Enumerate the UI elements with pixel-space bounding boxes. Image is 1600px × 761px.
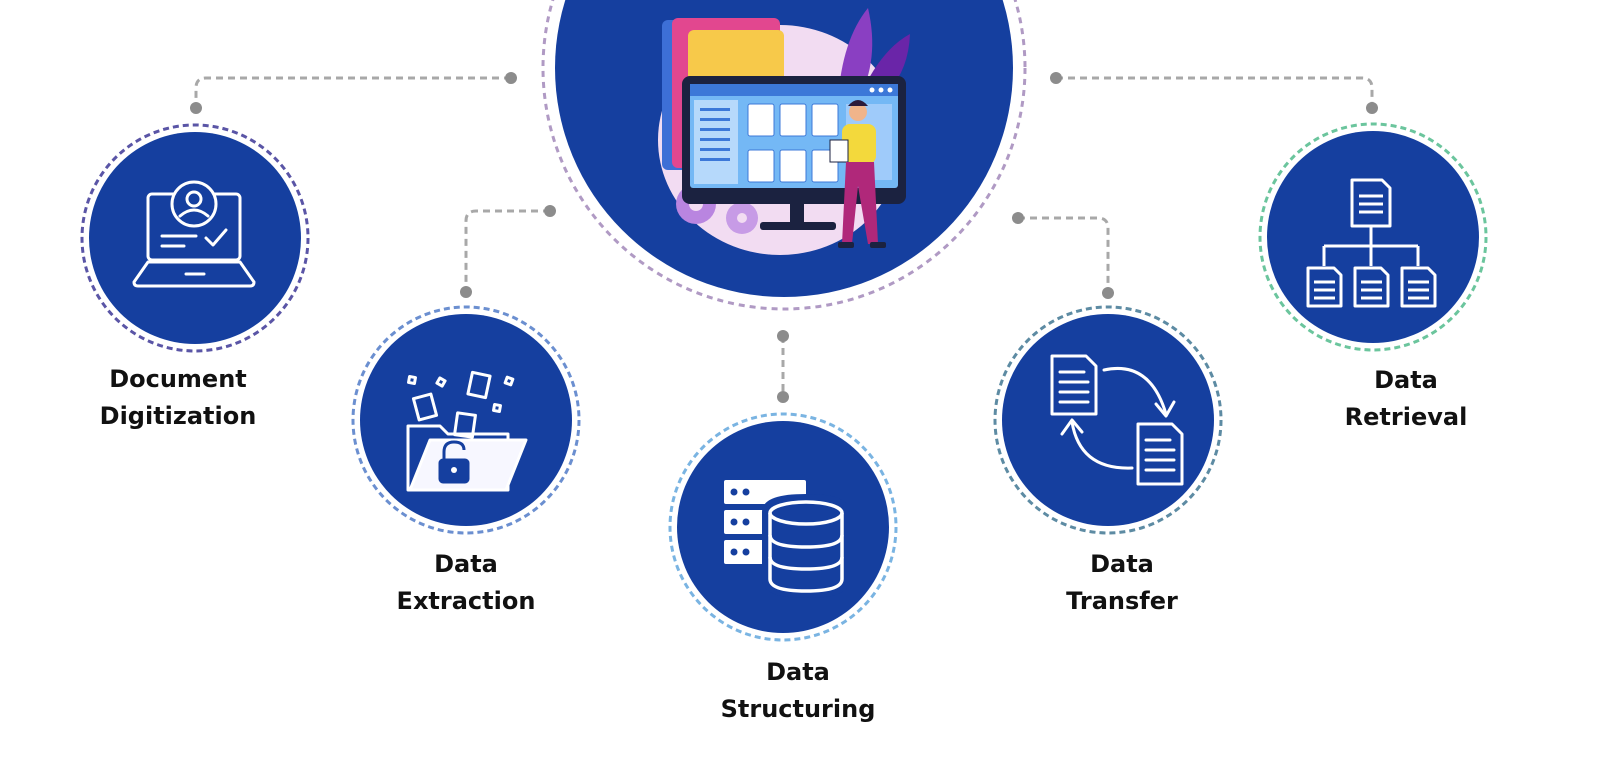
connector-data-transfer — [1018, 216, 1110, 293]
laptop-user-check-icon — [132, 180, 256, 288]
label-document-digitization: Document Digitization — [78, 361, 278, 435]
label-line: Transfer — [1066, 587, 1178, 615]
node-circle — [360, 314, 572, 526]
node-ring — [351, 305, 581, 535]
label-line: Structuring — [720, 695, 876, 723]
node-data-retrieval — [1258, 122, 1488, 352]
node-ring — [668, 412, 898, 642]
label-line: Digitization — [99, 402, 257, 430]
label-line: Data — [1374, 366, 1438, 394]
node-ring — [80, 123, 310, 353]
connector-data-retrieval — [1056, 76, 1374, 108]
node-circle — [1267, 131, 1479, 343]
connector-document-digitization — [194, 76, 511, 108]
node-data-transfer — [993, 305, 1223, 535]
folder-unlock-icon — [406, 370, 528, 492]
node-data-extraction — [351, 305, 581, 535]
label-data-retrieval: Data Retrieval — [1306, 362, 1506, 436]
monitor-with-folders-and-analyst-illustration — [658, 8, 910, 255]
center-hub — [541, 0, 1027, 311]
label-data-transfer: Data Transfer — [1022, 546, 1222, 620]
label-line: Extraction — [396, 587, 536, 615]
label-line: Data — [766, 658, 830, 686]
node-data-structuring — [668, 412, 898, 642]
label-line: Data — [434, 550, 498, 578]
node-circle — [89, 132, 301, 344]
label-data-extraction: Data Extraction — [366, 546, 566, 620]
node-ring — [1258, 122, 1488, 352]
node-ring — [993, 305, 1223, 535]
connectors — [194, 76, 1374, 397]
node-document-digitization — [80, 123, 310, 353]
connector-data-extraction — [464, 209, 550, 292]
node-circle — [1002, 314, 1214, 526]
label-line: Document — [109, 365, 247, 393]
document-hierarchy-icon — [1306, 178, 1437, 308]
label-line: Retrieval — [1344, 403, 1468, 431]
analyst-figure — [829, 100, 886, 248]
label-data-structuring: Data Structuring — [698, 654, 898, 728]
connector-dots — [190, 72, 1378, 403]
document-sync-icon — [1050, 354, 1184, 486]
database-server-icon — [724, 480, 850, 599]
label-line: Data — [1090, 550, 1154, 578]
